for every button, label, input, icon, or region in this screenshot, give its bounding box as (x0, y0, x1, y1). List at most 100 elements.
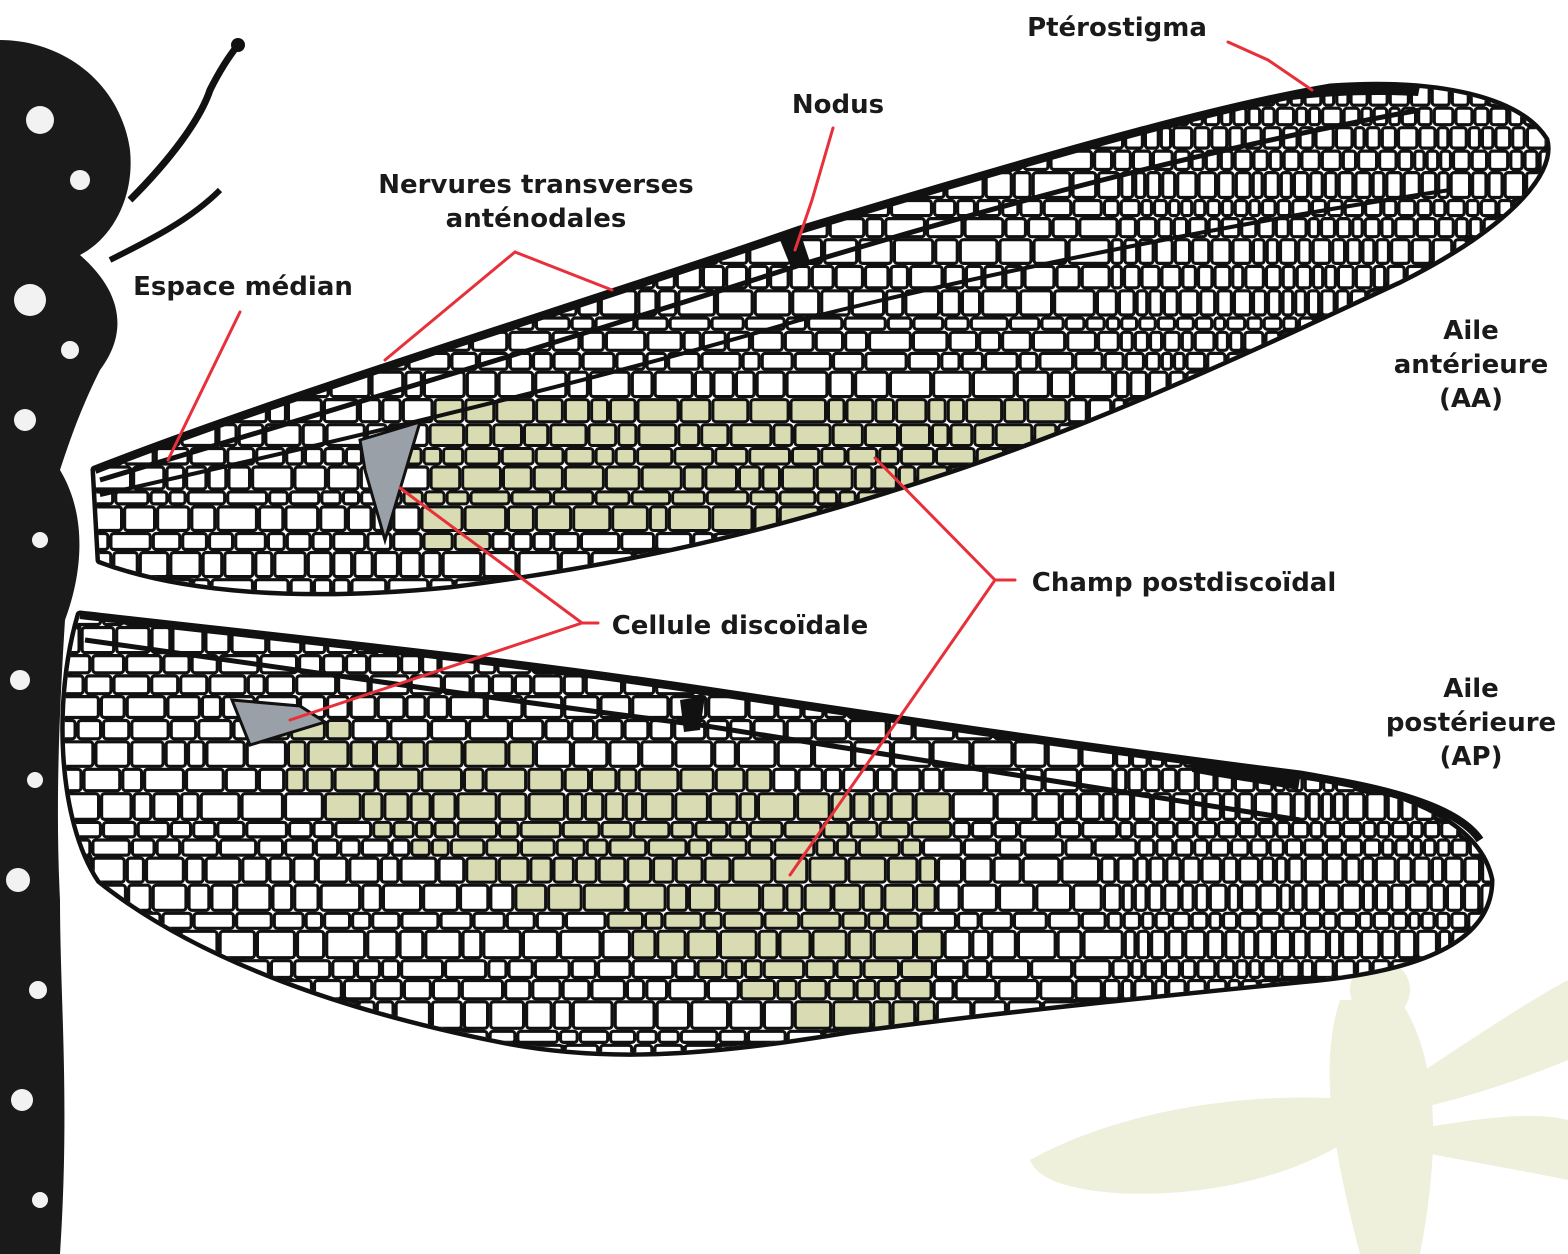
postdiscoidal-cell (650, 507, 666, 531)
wing-cell (1226, 597, 1245, 620)
wing-cell (1367, 449, 1383, 465)
wing-cell (1231, 507, 1244, 531)
wing-cell (325, 128, 354, 148)
wing-cell (1150, 697, 1165, 718)
wing-cell (1247, 507, 1263, 531)
wing-cell (1367, 794, 1385, 820)
wing-cell (774, 769, 796, 790)
wing-cell (322, 492, 341, 504)
wing-cell (84, 769, 120, 790)
wing-cell (1175, 353, 1185, 369)
postdiscoidal-cell (905, 1045, 924, 1064)
wing-cell (202, 697, 220, 718)
wing-cell (1195, 425, 1205, 446)
wing-cell (894, 240, 932, 264)
postdiscoidal-cell (639, 425, 676, 446)
wing-cell (644, 201, 674, 216)
wing-cell (1524, 400, 1539, 422)
wing-cell (1158, 318, 1174, 329)
postdiscoidal-cell (668, 885, 686, 910)
wing-cell (533, 981, 560, 999)
wing-cell (1399, 128, 1417, 148)
wing-cell (1339, 173, 1353, 198)
wing-cell (1158, 1002, 1174, 1029)
wing-cell (120, 353, 140, 369)
wing-cell (350, 858, 379, 882)
wing-cell (60, 885, 87, 910)
wing-cell (1105, 353, 1123, 369)
wing-cell (1075, 961, 1110, 978)
wing-cell (1253, 173, 1262, 198)
wing-cell (1015, 697, 1047, 718)
wing-cell (429, 1031, 449, 1042)
wing-cell (1236, 173, 1250, 198)
wing-cell (401, 858, 436, 882)
wing-cell (198, 128, 214, 148)
wing-cell (714, 580, 753, 594)
wing-cell (1367, 400, 1384, 422)
wing-cell (1123, 80, 1138, 105)
wing-cell (1544, 240, 1555, 264)
wing-cell (1324, 534, 1336, 550)
wing-cell (1420, 128, 1435, 148)
wing-cell (1142, 266, 1159, 288)
wing-cell (295, 885, 318, 910)
wing-cell (407, 697, 425, 718)
wing-cell (561, 1031, 578, 1042)
wing-cell (132, 80, 149, 105)
wing-cell (936, 240, 958, 264)
wing-cell (188, 332, 221, 350)
wing-cell (876, 676, 897, 694)
wing-cell (1111, 628, 1129, 653)
wing-cell (824, 676, 845, 694)
wing-cell (1124, 913, 1139, 928)
wing-cell (1269, 291, 1280, 315)
wing-cell (554, 534, 579, 550)
wing-cell (849, 676, 873, 694)
wing-cell (1485, 961, 1504, 978)
wing-cell (1330, 318, 1347, 329)
postdiscoidal-cell (783, 467, 815, 489)
wing-cell (225, 553, 253, 577)
wing-cell (127, 580, 150, 594)
wing-cell (1137, 1002, 1154, 1029)
wing-cell (286, 507, 318, 531)
wing-cell (649, 240, 669, 264)
wing-cell (1049, 913, 1079, 928)
wing-cell (692, 1002, 728, 1029)
wing-cell (123, 769, 142, 790)
wing-cell (1152, 1045, 1163, 1064)
wing-cell (1009, 1002, 1041, 1029)
wing-cell (596, 240, 626, 264)
wing-cell (1524, 332, 1540, 350)
wing-cell (191, 1031, 216, 1042)
postdiscoidal-cell (536, 449, 563, 465)
wing-cell (402, 961, 443, 978)
postdiscoidal-cell (486, 769, 525, 790)
wing-cell (1507, 553, 1520, 577)
wing-cell (965, 858, 992, 882)
wing-cell (1147, 425, 1165, 446)
wing-cell (1376, 885, 1388, 910)
postdiscoidal-cell (411, 794, 430, 820)
wing-cell (611, 1031, 635, 1042)
wing-cell (1082, 913, 1105, 928)
wing-cell (1214, 1067, 1227, 1088)
wing-cell (1320, 1002, 1329, 1029)
wing-cell (443, 128, 480, 148)
wing-cell (1195, 840, 1208, 855)
wing-cell (1276, 492, 1290, 504)
wing-cell (1454, 151, 1470, 169)
wing-cell (1396, 840, 1409, 855)
wing-cell (96, 742, 129, 767)
postdiscoidal-cell (901, 425, 930, 446)
wing-cell (560, 580, 586, 594)
wing-cell (1556, 219, 1568, 237)
wing-cell (1173, 913, 1190, 928)
wing-cell (1117, 794, 1131, 820)
wing-cell (206, 858, 240, 882)
postdiscoidal-cell (1028, 400, 1066, 422)
postdiscoidal-cell (679, 425, 699, 446)
wing-cell (1491, 794, 1500, 820)
postdiscoidal-cell (818, 492, 837, 504)
